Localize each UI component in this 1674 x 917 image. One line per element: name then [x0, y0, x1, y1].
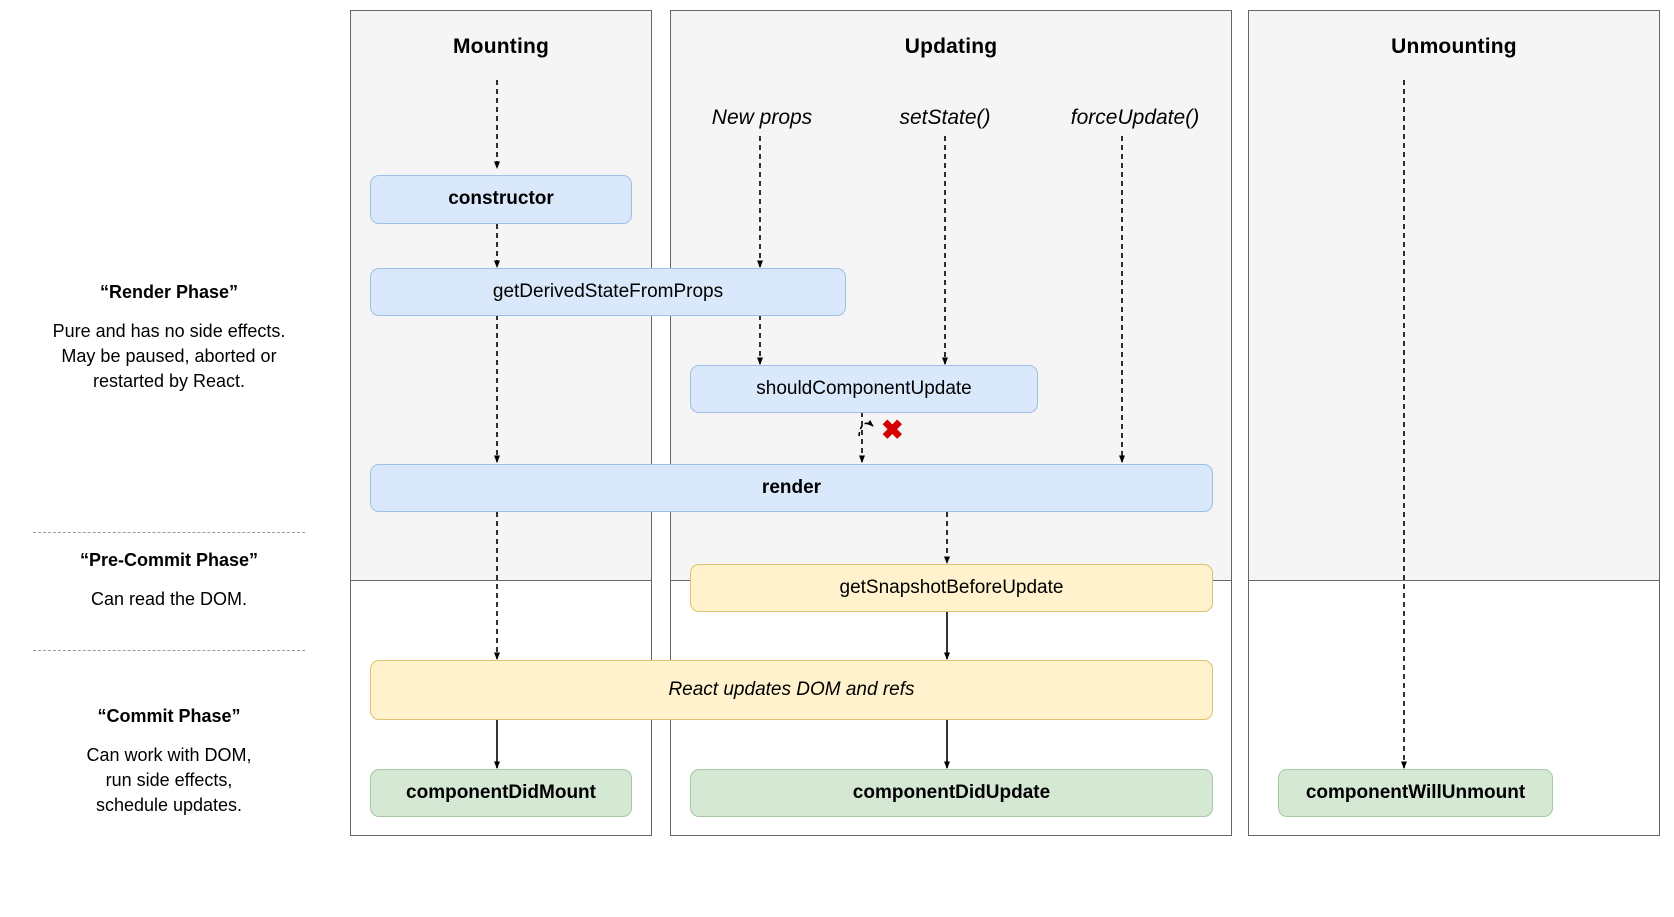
trigger-force-update: forceUpdate() — [1025, 106, 1245, 130]
legend-pre-commit-phase-body: Can read the DOM. — [90, 589, 248, 609]
node-component-will-unmount-label: componentWillUnmount — [1305, 781, 1526, 803]
skip-render-x-icon: ✖ — [881, 417, 904, 444]
node-react-updates-dom-and-refs-label: React updates DOM and refs — [668, 678, 915, 700]
node-component-did-update-label: componentDidUpdate — [852, 781, 1051, 803]
lane-updating-title: Updating — [904, 35, 998, 58]
node-constructor-label: constructor — [448, 188, 554, 210]
legend-render-phase-body: Pure and has no side effects. May be pau… — [52, 321, 286, 391]
lane-unmounting-title: Unmounting — [1391, 35, 1517, 58]
lane-unmounting-header: Unmounting — [1248, 10, 1660, 581]
legend-render-phase: “Render Phase” Pure and has no side effe… — [14, 282, 324, 393]
node-get-derived-state-from-props-label: getDerivedStateFromProps — [492, 280, 724, 302]
trigger-new-props: New props — [662, 106, 862, 130]
lane-mounting-title: Mounting — [452, 35, 550, 58]
node-render-label: render — [761, 476, 822, 498]
trigger-force-update-label: forceUpdate() — [1070, 106, 1200, 129]
legend-pre-commit-phase-title: “Pre-Commit Phase” — [79, 550, 259, 570]
node-component-did-mount[interactable]: componentDidMount — [370, 769, 632, 817]
trigger-set-state: setState() — [845, 106, 1045, 130]
legend-pre-commit-phase: “Pre-Commit Phase” Can read the DOM. — [14, 550, 324, 612]
node-get-snapshot-before-update[interactable]: getSnapshotBeforeUpdate — [690, 564, 1213, 612]
node-component-did-mount-label: componentDidMount — [406, 781, 596, 803]
legend-commit-phase-body: Can work with DOM, run side effects, sch… — [86, 745, 252, 815]
trigger-new-props-label: New props — [711, 106, 813, 129]
legend-commit-phase: “Commit Phase” Can work with DOM, run si… — [14, 706, 324, 817]
node-react-updates-dom-and-refs[interactable]: React updates DOM and refs — [370, 660, 1213, 720]
legend-render-phase-title: “Render Phase” — [99, 282, 239, 302]
legend-divider-top — [33, 532, 305, 533]
legend-commit-phase-title: “Commit Phase” — [97, 706, 241, 726]
node-render[interactable]: render — [370, 464, 1213, 512]
node-get-derived-state-from-props[interactable]: getDerivedStateFromProps — [370, 268, 846, 316]
node-constructor[interactable]: constructor — [370, 175, 632, 224]
node-component-did-update[interactable]: componentDidUpdate — [690, 769, 1213, 817]
node-component-will-unmount[interactable]: componentWillUnmount — [1278, 769, 1553, 817]
node-should-component-update-label: shouldComponentUpdate — [756, 377, 972, 399]
node-should-component-update[interactable]: shouldComponentUpdate — [690, 365, 1038, 413]
trigger-set-state-label: setState() — [899, 106, 991, 129]
arrow-scu-skip-render — [858, 420, 874, 437]
node-get-snapshot-before-update-label: getSnapshotBeforeUpdate — [839, 576, 1064, 598]
legend-divider-bottom — [33, 650, 305, 651]
skip-render-x-glyph: ✖ — [881, 415, 904, 445]
